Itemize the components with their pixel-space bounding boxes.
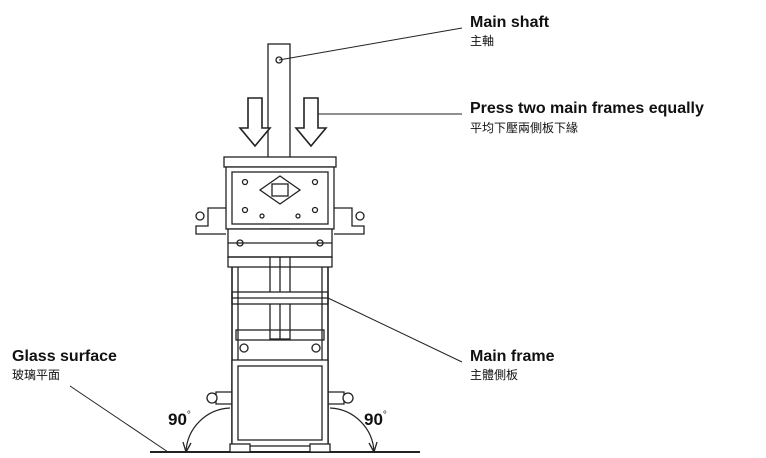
angle-arc-right (329, 407, 375, 453)
main-shaft (267, 43, 291, 161)
glass-surface-label: Glass surface (12, 348, 117, 365)
leader-main-frame (327, 297, 463, 363)
main-shaft-label: Main shaft (470, 14, 550, 31)
top-plate (223, 156, 337, 168)
press-frames-label: Press two main frames equally (470, 100, 704, 117)
leader-glass-surface (69, 385, 169, 453)
angle-left-label: 90° (168, 410, 191, 430)
shaft-hole (275, 56, 283, 64)
upper-frame (225, 166, 335, 230)
main-frame-label-zh: 主體側板 (470, 368, 519, 382)
press-arrow-right (294, 97, 328, 148)
angle-right-label: 90° (364, 410, 387, 430)
main-shaft-label-zh: 主軸 (470, 34, 495, 48)
angle-arc-left (185, 407, 231, 453)
leader-main-shaft (278, 27, 463, 61)
angle-left-value: 90 (168, 410, 187, 429)
angle-left-unit: ° (186, 410, 191, 421)
glass-surface-label-zh: 玻璃平面 (12, 368, 61, 382)
press-arrow-left (238, 97, 272, 148)
lower-box (231, 359, 329, 447)
press-frames-label-zh: 平均下壓兩側板下緣 (470, 121, 579, 135)
angle-right-value: 90 (364, 410, 383, 429)
main-frame-label: Main frame (470, 348, 555, 365)
angle-right-unit: ° (382, 410, 387, 421)
